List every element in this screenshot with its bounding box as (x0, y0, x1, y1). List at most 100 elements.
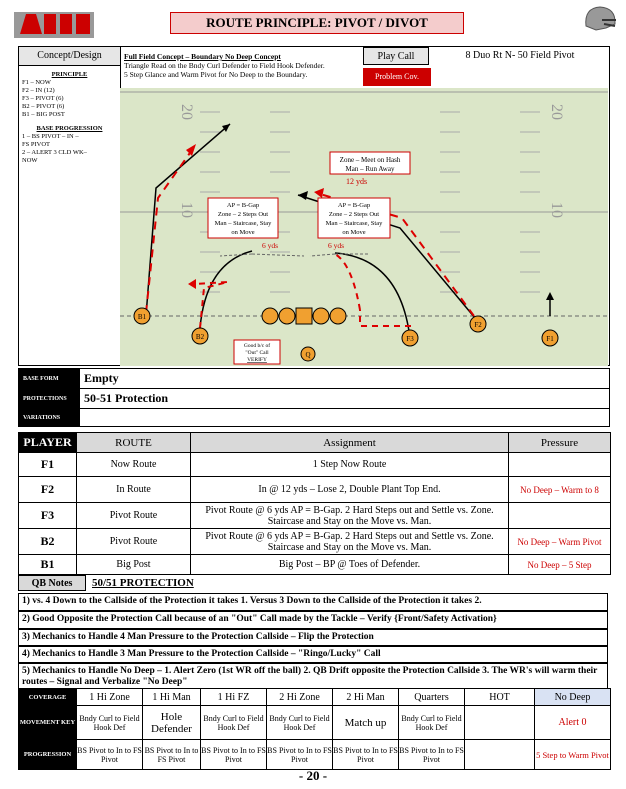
base-form-value: Empty (79, 368, 610, 389)
principle-item: B2 – PIVOT (6) (22, 103, 65, 110)
table-row: F2 In Route In @ 12 yds – Lose 2, Double… (18, 476, 611, 503)
player-f3: F3 (401, 329, 419, 347)
qb-note: 1) vs. 4 Down to the Callside of the Pro… (18, 593, 608, 611)
distance-label: 12 yds (346, 177, 367, 186)
movement-cell (464, 705, 535, 740)
note-text: on Move (342, 229, 365, 236)
assignment-cell: Pivot Route @ 6 yds AP = B-Gap. 2 Hard S… (190, 502, 509, 529)
player-label: Q (305, 351, 310, 359)
note-text: Man – Run Away (346, 165, 395, 173)
qb-note: 2) Good Opposite the Protection Call bec… (18, 611, 608, 629)
player-qb: Q (300, 346, 316, 362)
principle-heading: PRINCIPLE (51, 71, 88, 78)
progression-item: FS PIVOT (22, 141, 50, 148)
progression-cell (464, 739, 535, 770)
progression-cell: BS Pivot to In to FS Pivot (76, 739, 143, 770)
player-label: B1 (138, 313, 147, 321)
movement-cell: Bndy Curl to Field Hook Def (200, 705, 267, 740)
problem-coverage-badge: Problem Cov. (363, 68, 431, 86)
player-label: B2 (196, 333, 205, 341)
pressure-cell (508, 452, 611, 477)
yard-number: 20 (178, 104, 195, 120)
principle-column: PRINCIPLE F1 – NOW F2 – IN (12) F3 – PIV… (19, 66, 121, 365)
assignment-cell: Big Post – BP @ Toes of Defender. (190, 554, 509, 575)
assignment-cell: In @ 12 yds – Lose 2, Double Plant Top E… (190, 476, 509, 503)
header-assignment: Assignment (190, 432, 509, 453)
progression-item: NOW (22, 157, 38, 164)
coverage-table: COVERAGE 1 Hi Zone 1 Hi Man 1 Hi FZ 2 Hi… (18, 688, 611, 770)
play-call-value: 8 Duo Rt N- 50 Field Pivot (465, 50, 575, 61)
player-b1: B1 (133, 307, 151, 325)
movement-cell: Bndy Curl to Field Hook Def (398, 705, 465, 740)
player-cell: B1 (18, 554, 77, 575)
coverage-col: Quarters (398, 688, 465, 706)
coverage-label: COVERAGE (18, 688, 77, 706)
progression-item: 1 – BS PIVOT – IN – (22, 133, 79, 140)
protections-value: 50-51 Protection (79, 388, 610, 409)
movement-key-label: MOVEMENT KEY (18, 705, 77, 740)
principle-item: F3 – PIVOT (6) (22, 95, 64, 102)
route-cell: Pivot Route (76, 528, 191, 555)
movement-cell: Bndy Curl to Field Hook Def (76, 705, 143, 740)
concept-text: Full Field Concept – Boundary No Deep Co… (124, 52, 364, 79)
note-text: AP = B-Gap (227, 202, 259, 209)
coverage-col: HOT (464, 688, 535, 706)
player-label: F1 (546, 335, 554, 343)
table-row: F1 Now Route 1 Step Now Route (18, 452, 611, 477)
coverage-col: No Deep (534, 688, 611, 706)
table-row: B2 Pivot Route Pivot Route @ 6 yds AP = … (18, 528, 611, 555)
distance-label: 6 yds (328, 241, 344, 250)
yard-number: 10 (548, 202, 565, 218)
assignment-cell: Pivot Route @ 6 yds AP = B-Gap. 2 Hard S… (190, 528, 509, 555)
progression-cell: BS Pivot to In to FS Pivot (266, 739, 333, 770)
table-row: F3 Pivot Route Pivot Route @ 6 yds AP = … (18, 502, 611, 529)
logo (14, 12, 94, 38)
movement-cell: Hole Defender (142, 705, 201, 740)
coverage-col: 1 Hi FZ (200, 688, 267, 706)
note-box-zone: Zone – Meet on Hash Man – Run Away (329, 151, 411, 175)
movement-cell: Alert 0 (534, 705, 611, 740)
header-player: PLAYER (18, 432, 77, 453)
play-call-label: Play Call (363, 47, 429, 65)
coverage-col: 2 Hi Man (332, 688, 399, 706)
yard-number: 20 (548, 104, 565, 120)
play-diagram: 20 10 20 10 Zone – Meet on Hash Man – Ru… (120, 88, 608, 366)
progression-item: 2 – ALERT 3 CLD WK– (22, 149, 87, 156)
coverage-col: 1 Hi Man (142, 688, 201, 706)
player-cell: B2 (18, 528, 77, 555)
pressure-cell (508, 502, 611, 529)
progression-cell: 5 Step to Warm Pivot (534, 739, 611, 770)
verify-note: Good b/c of "Out" Call VERIFY (233, 339, 281, 365)
variations-label: VARIATIONS (18, 408, 80, 427)
player-b2: B2 (191, 327, 209, 345)
note-text: AP = B-Gap (338, 202, 370, 209)
principle-item: F1 – NOW (22, 79, 51, 86)
route-cell: Now Route (76, 452, 191, 477)
note-box-ap-right: AP = B-Gap Zone – 2 Steps Out Man – Stai… (317, 197, 391, 239)
protections-label: PROTECTIONS (18, 388, 80, 409)
note-text: Man – Staircase, Stay (326, 220, 383, 227)
progression-cell: BS Pivot to In to FS Pivot (200, 739, 267, 770)
progression-cell: BS Pivot to In to FS Pivot (142, 739, 201, 770)
note-text: "Out" Call (245, 350, 269, 356)
note-text: Good b/c of (244, 342, 270, 349)
qb-note: 4) Mechanics to Handle 3 Man Pressure to… (18, 646, 608, 663)
pressure-cell: No Deep – Warm to 8 (508, 476, 611, 503)
route-cell: Pivot Route (76, 502, 191, 529)
route-cell: In Route (76, 476, 191, 503)
assignment-table: PLAYER ROUTE Assignment Pressure F1 Now … (18, 432, 611, 575)
distance-label: 6 yds (262, 241, 278, 250)
progression-cell: BS Pivot to In to FS Pivot (332, 739, 399, 770)
qb-note: 5) Mechanics to Handle No Deep – 1. Aler… (18, 663, 608, 689)
header-route: ROUTE (76, 432, 191, 453)
table-row: B1 Big Post Big Post – BP @ Toes of Defe… (18, 554, 611, 575)
concept-line: 5 Step Glance and Warm Pivot for No Deep… (124, 70, 308, 79)
pressure-cell: No Deep – Warm Pivot (508, 528, 611, 555)
note-text: Zone – 2 Steps Out (329, 211, 379, 218)
movement-cell: Bndy Curl to Field Hook Def (266, 705, 333, 740)
principle-item: F2 – IN (12) (22, 87, 55, 94)
note-text: on Move (231, 229, 254, 236)
base-form-label: BASE FORM (18, 368, 80, 389)
player-cell: F3 (18, 502, 77, 529)
